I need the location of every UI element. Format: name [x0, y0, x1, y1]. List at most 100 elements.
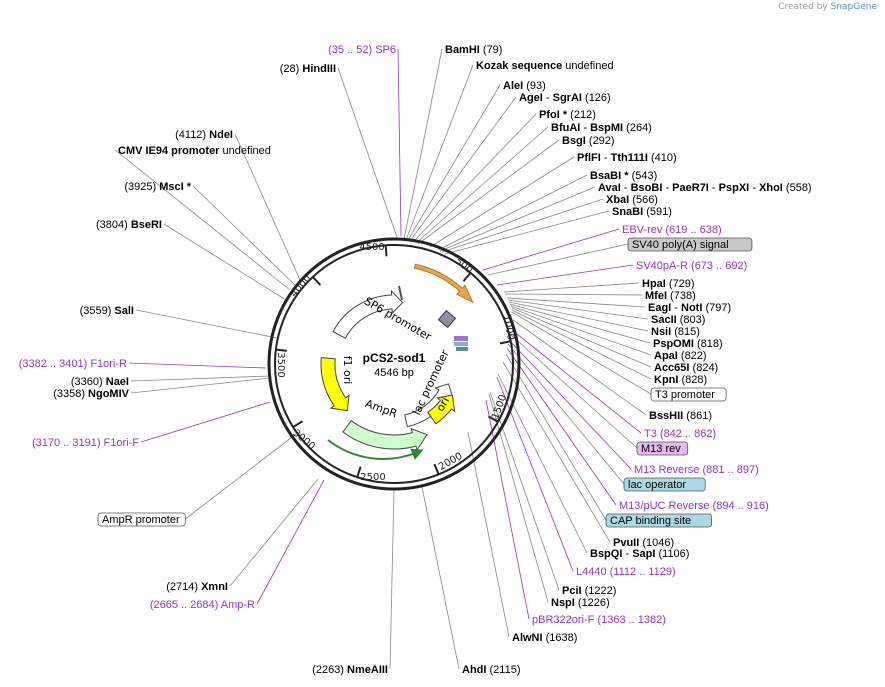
- ori-feature-label: ori: [434, 395, 452, 414]
- snabi-label: SnaBI (591): [612, 206, 672, 218]
- m13rev-box: [636, 441, 689, 456]
- bsgi-label: BsgI (292): [562, 135, 615, 147]
- mscl-label: (3925) MscI *: [124, 181, 191, 193]
- connector-line: [415, 126, 549, 244]
- label-connector-lines: [114, 48, 652, 670]
- connector-line: [409, 96, 517, 242]
- f1orif-label: (3170 .. 3191) F1ori-F: [32, 437, 139, 449]
- connector-line: [508, 301, 649, 332]
- connector-line: [509, 303, 651, 344]
- connector-line: [509, 333, 638, 449]
- ampr-feature: [342, 420, 428, 452]
- cap-marker: [456, 347, 468, 351]
- connector-line: [511, 329, 642, 434]
- connector-line: [485, 399, 530, 620]
- m13rev-label: M13 rev: [641, 443, 681, 455]
- lac-promoter-feature: [404, 383, 454, 428]
- ampr-label: (2665 .. 2684) Amp-R: [150, 599, 255, 611]
- tick-mark: [499, 340, 512, 345]
- t3prom-box: [650, 387, 727, 402]
- alei-label: AleI (93): [503, 80, 546, 92]
- ndei-label: (4112) NdeI: [175, 129, 233, 141]
- pfoi-label: PfoI * (212): [539, 109, 596, 121]
- ampr-direction-arc: [327, 439, 424, 460]
- connector-line: [505, 353, 607, 521]
- lac-op-marker: [454, 342, 468, 346]
- connector-line: [504, 293, 643, 296]
- lacop-box: [623, 477, 706, 492]
- connector-line: [502, 361, 611, 543]
- sv40-label: SV40 poly(A) signal: [632, 239, 729, 251]
- kpni-label: KpnI (828): [654, 374, 707, 386]
- xmni-label: (2714) XmnI: [166, 581, 228, 593]
- xbai-label: XbaI (566): [606, 194, 658, 206]
- tick-mark: [275, 348, 287, 352]
- ahdi-label: AhdI (2115): [462, 664, 521, 676]
- pbr322-label: pBR322ori-F (1363 .. 1382): [532, 614, 666, 626]
- connector-line: [496, 376, 574, 572]
- acc65i-label: Acc65I (824): [654, 362, 718, 374]
- bseri-label: (3804) BseRI: [96, 219, 162, 231]
- sod1-feature: [413, 263, 474, 304]
- connector-line: [506, 297, 646, 308]
- pspomi-label: PspOMI (818): [653, 338, 723, 350]
- tick-label: 4500: [359, 242, 384, 253]
- f1-ori-feature: [320, 357, 350, 412]
- connector-line: [130, 377, 271, 394]
- pflfi-label: PflFI - Tth111I (410): [577, 152, 677, 164]
- pcii-label: PciI (1222): [562, 585, 616, 597]
- l4440-label: L4440 (1112 .. 1129): [576, 566, 676, 578]
- bsshii-label: BssHII (861): [649, 410, 712, 422]
- sp6-tick: [398, 285, 403, 301]
- ori-feature: [427, 394, 456, 425]
- lacop-label: lac operator: [628, 479, 686, 491]
- connector-line: [163, 223, 287, 301]
- avai-label: AvaI - BsoBI - PaeR7I - PspXI - XhoI (55…: [598, 182, 812, 194]
- m13reverse-label: M13 Reverse (881 .. 897): [634, 464, 759, 476]
- connector-line: [429, 156, 575, 248]
- connector-line: [441, 198, 604, 253]
- tick-label: 1000: [501, 314, 516, 341]
- sali-label: (3559) SalI: [80, 305, 134, 317]
- connector-line: [489, 391, 560, 591]
- connector-line: [140, 401, 271, 443]
- tick-mark: [487, 415, 499, 423]
- bspqi-label: BspQI - SapI (1106): [590, 548, 689, 560]
- connector-line: [482, 228, 620, 271]
- connector-line: [507, 299, 649, 320]
- connector-line: [135, 309, 278, 339]
- plasmid-size: 4546 bp: [374, 367, 414, 379]
- connector-line: [510, 305, 652, 356]
- connector-line: [421, 486, 460, 670]
- alwni-label: AlwNI (1638): [512, 632, 577, 644]
- f1-ori-feature-label: f1 ori: [341, 356, 354, 385]
- connector-line: [437, 174, 588, 251]
- hindiii-label: (28) HindIII: [280, 63, 336, 75]
- nmeaiii-label: (2263) NmeAIII: [312, 664, 388, 676]
- cap-box: [605, 513, 712, 528]
- t3-label: T3 (842 .. 862): [644, 428, 716, 440]
- connector-line: [511, 309, 652, 380]
- ebv-label: EBV-rev (619 .. 638): [622, 224, 722, 236]
- f1orir-label: (3382 .. 3401) F1ori-R: [19, 358, 127, 370]
- connector-line: [256, 479, 325, 605]
- tick-label: 4000: [289, 273, 314, 300]
- connector-line: [192, 185, 298, 288]
- connector-line: [444, 210, 610, 255]
- connector-line: [397, 48, 402, 237]
- connector-line: [496, 264, 634, 286]
- agei-label: AgeI - SgrAI (126): [519, 92, 611, 104]
- connector-line: [439, 186, 596, 252]
- connector-line: [128, 362, 267, 369]
- cmv-label: CMV IE94 promoter undefined: [118, 145, 271, 157]
- ngomiv-label: (3358) NgoMIV: [53, 388, 129, 400]
- sp6-label: (35 .. 52) SP6: [328, 44, 396, 56]
- connector-line: [507, 343, 625, 485]
- tick-mark: [312, 276, 322, 286]
- apai-label: ApaI (822): [654, 350, 707, 362]
- credit-prefix: Created by: [778, 2, 828, 12]
- sv40-box: [627, 237, 753, 252]
- connector-line: [114, 149, 291, 291]
